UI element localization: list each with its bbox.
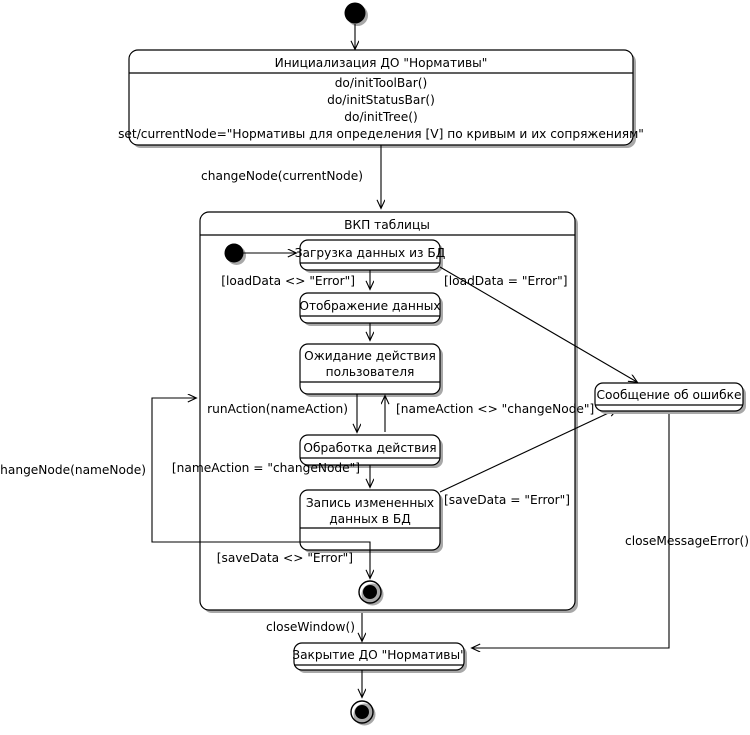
- edge-save-to-error: [439, 409, 617, 493]
- state-error-message-name: Сообщение об ошибке: [597, 388, 742, 402]
- label-load-data-error: [loadData = "Error"]: [444, 274, 568, 288]
- state-close: Закрытие ДО "Нормативы": [292, 642, 467, 673]
- label-close-message-error: closeMessageError(): [625, 534, 749, 548]
- state-init-action-3: set/currentNode="Нормативы для определен…: [118, 127, 644, 141]
- state-wait-user-line2: пользователя: [326, 365, 415, 379]
- inner-initial-state-node: [224, 243, 246, 265]
- state-init-name: Инициализация ДО "Нормативы": [275, 56, 488, 70]
- edge-change-node-loop: [151, 398, 371, 553]
- state-save-data-line1: Запись измененных: [306, 496, 434, 510]
- state-close-name: Закрытие ДО "Нормативы": [292, 648, 465, 662]
- label-change-node-current: changeNode(currentNode): [201, 169, 363, 183]
- label-load-data-ok: [loadData <> "Error"]: [221, 274, 355, 288]
- state-init-action-1: do/initStatusBar(): [327, 93, 435, 107]
- label-save-data-error: [saveData = "Error"]: [444, 493, 570, 507]
- label-close-window: closeWindow(): [266, 620, 355, 634]
- state-error-message: Сообщение об ошибке: [594, 382, 746, 414]
- inner-final-state-node: [358, 580, 384, 606]
- state-init-action-0: do/initToolBar(): [335, 76, 428, 90]
- state-save-data: Запись измененных данных в БД: [299, 489, 443, 553]
- state-process-action-name: Обработка действия: [303, 441, 436, 455]
- state-process-action: Обработка действия: [299, 434, 443, 468]
- state-init: Инициализация ДО "Нормативы" do/initTool…: [118, 49, 644, 148]
- label-change-node-name: changeNode(nameNode): [0, 463, 146, 477]
- state-wait-user-line1: Ожидание действия: [304, 349, 436, 363]
- label-action-is-change: [nameAction = "changeNode"]: [172, 461, 360, 475]
- state-load-data-name: Загрузка данных из БД: [295, 246, 446, 260]
- final-state-node: [350, 700, 376, 726]
- state-save-data-line2: данных в БД: [329, 512, 410, 526]
- state-show-data: Отображение данных: [299, 292, 443, 326]
- edge-error-to-close: [472, 414, 670, 648]
- composite-state-title: ВКП таблицы: [344, 218, 430, 232]
- state-load-data: Загрузка данных из БД: [295, 239, 446, 273]
- state-wait-user: Ожидание действия пользователя: [299, 343, 443, 397]
- state-show-data-name: Отображение данных: [299, 299, 440, 313]
- edge-load-to-error: [439, 266, 637, 382]
- initial-state-node: [344, 2, 368, 26]
- composite-state-table: ВКП таблицы: [199, 211, 578, 613]
- label-save-data-ok: [saveData <> "Error"]: [217, 551, 353, 565]
- label-action-not-change: [nameAction <> "changeNode"]: [396, 402, 594, 416]
- state-init-action-2: do/initTree(): [344, 110, 417, 124]
- label-run-action: runAction(nameAction): [207, 402, 348, 416]
